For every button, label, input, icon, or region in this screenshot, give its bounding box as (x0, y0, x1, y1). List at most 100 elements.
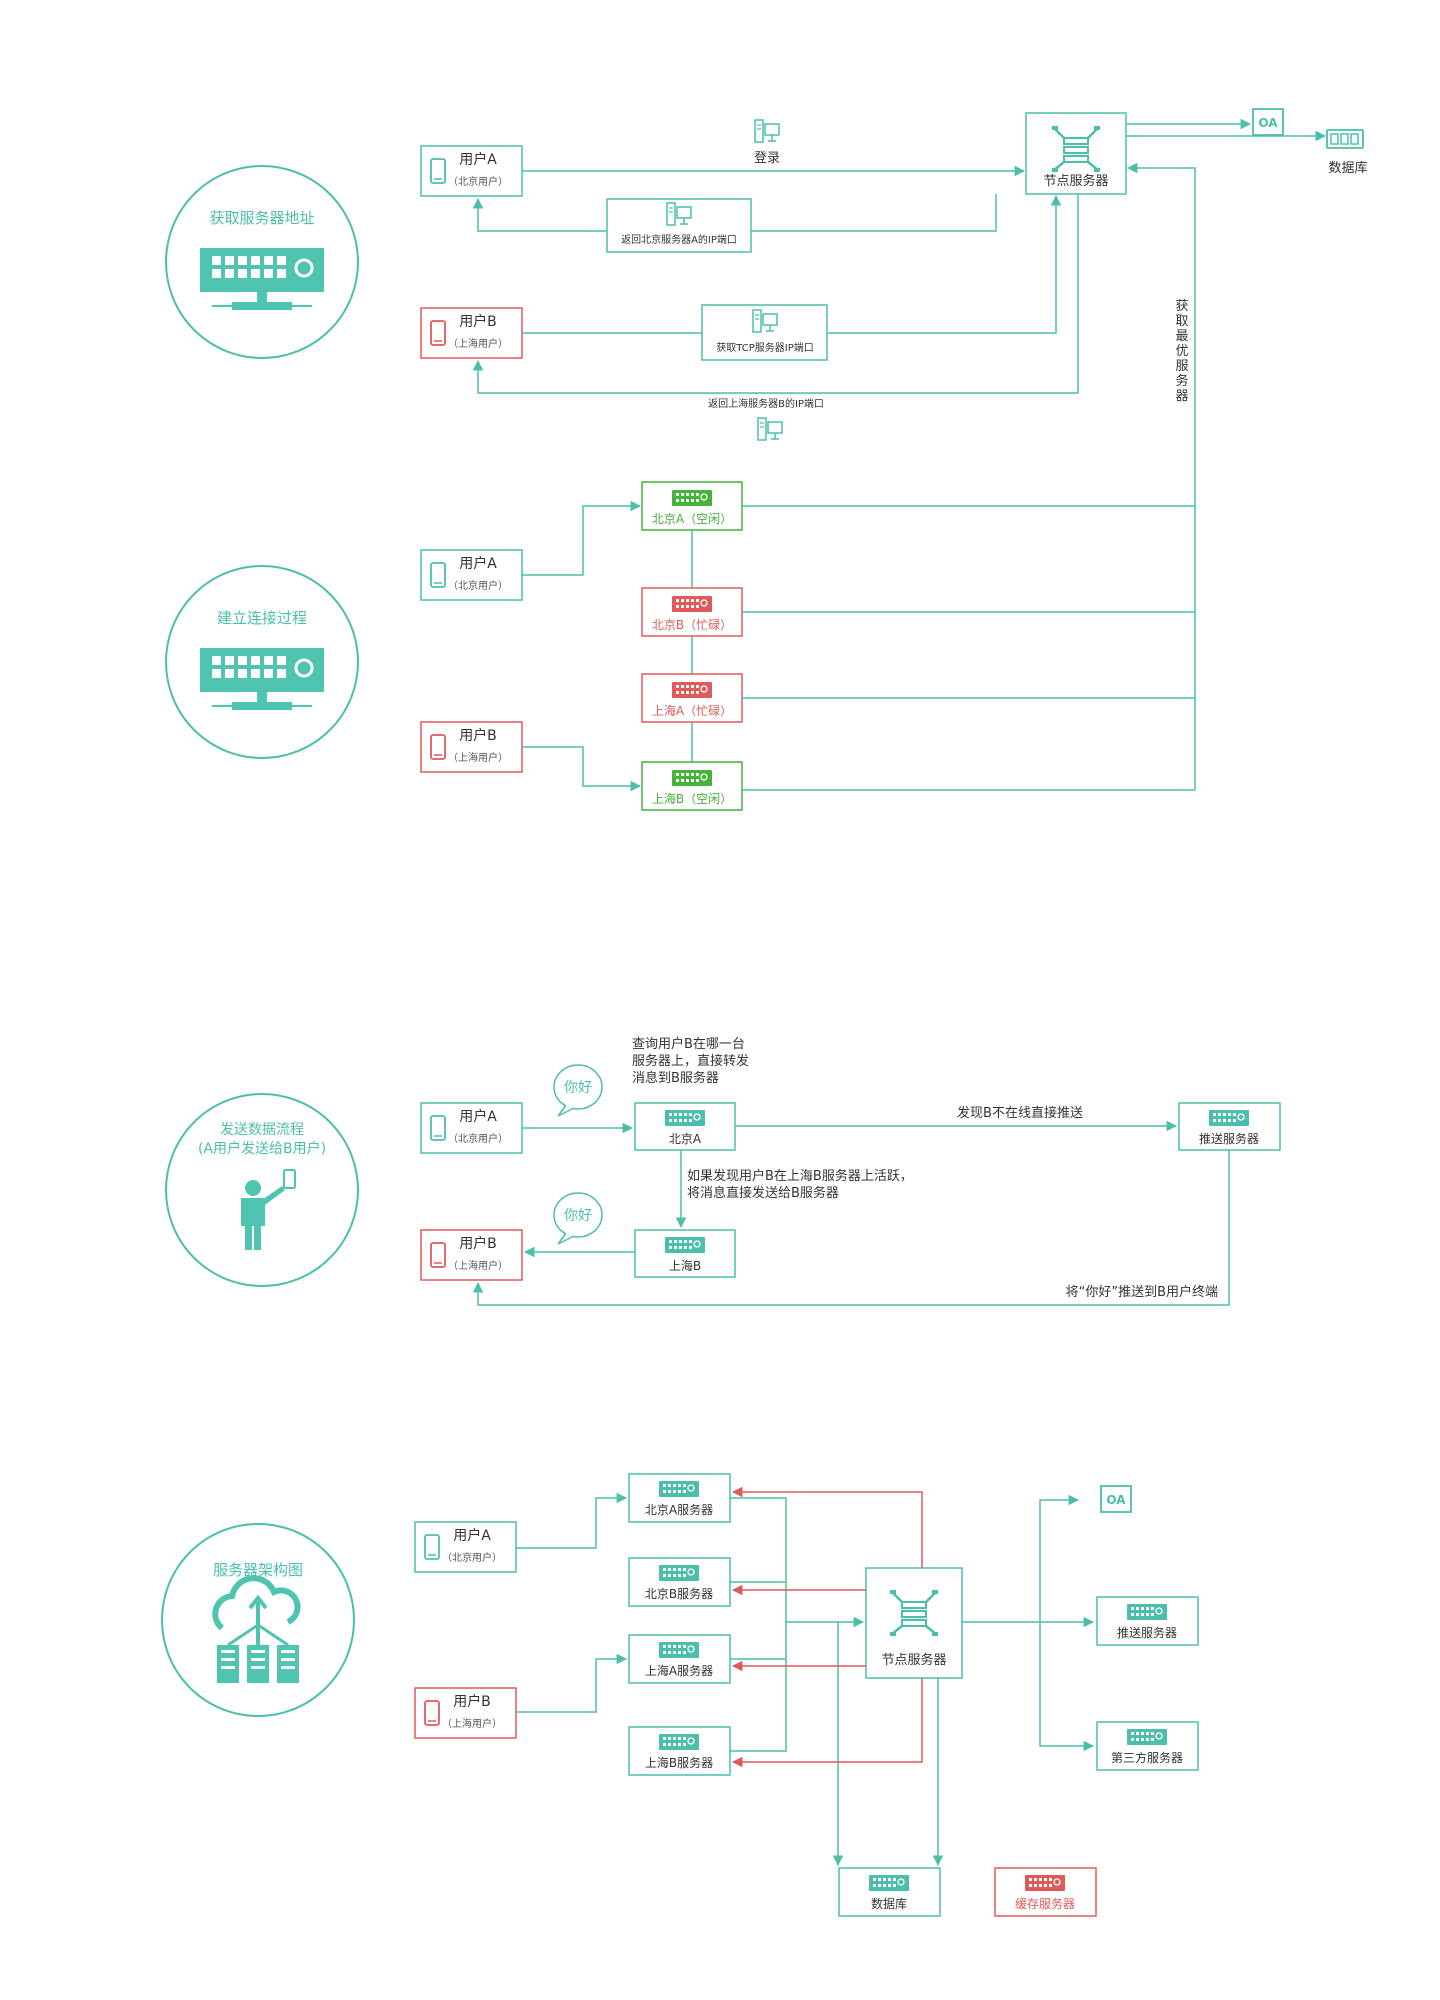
user-name: 用户B (453, 1693, 491, 1710)
push-server-box[interactable]: 推送服务器 (1178, 1102, 1281, 1151)
person-icon (241, 1169, 296, 1250)
server-sh-b[interactable]: 上海B (634, 1229, 736, 1278)
server-bj-a[interactable]: 北京A服务器 (628, 1473, 731, 1523)
user-a-card[interactable]: 用户A （北京用户） (420, 1102, 523, 1154)
server-label: 上海A服务器 (645, 1663, 713, 1678)
server-sh-a[interactable]: 上海A（忙碌） (641, 673, 743, 723)
section-title: 服务器架构图 (213, 1561, 303, 1579)
server-label: 缓存服务器 (1015, 1896, 1075, 1911)
get-tcp-label: 获取TCP服务器IP端口 (716, 341, 814, 354)
svg-text:优: 优 (1175, 344, 1188, 359)
user-location: （上海用户） (448, 1259, 508, 1272)
user-location: （北京用户） (448, 579, 508, 592)
server-icon (671, 681, 713, 699)
server-label: 上海B服务器 (645, 1755, 713, 1770)
database-icon (1326, 129, 1364, 149)
bus-servers (730, 1497, 787, 1752)
server-sh-a[interactable]: 上海A服务器 (628, 1634, 731, 1684)
pc-icon (754, 119, 780, 143)
server-label: 北京A（空闲） (652, 512, 732, 526)
section-circle (161, 1523, 355, 1717)
server-icon (658, 1641, 700, 1659)
server-icon (664, 1236, 706, 1254)
return-a-label: 返回北京服务器A的IP端口 (621, 233, 737, 246)
login-label: 登录 (754, 151, 780, 166)
arrow-user-a-to-bj-a (516, 1492, 628, 1549)
user-b-card[interactable]: 用户B （上海用户） (420, 307, 523, 359)
arrow-push-to-user-b (472, 1150, 1230, 1306)
user-a-card[interactable]: 用户A （北京用户） (420, 145, 523, 197)
server-label: 上海A（忙碌） (652, 703, 732, 718)
arrow-get-tcp (827, 194, 1062, 334)
cache-server-box[interactable]: 缓存服务器 (994, 1867, 1097, 1917)
query-text-2: 服务器上，直接转发 (632, 1053, 749, 1069)
node-server-label: 节点服务器 (1043, 173, 1108, 189)
server-bj-b[interactable]: 北京B服务器 (628, 1557, 731, 1607)
user-name: 用户B (459, 1235, 497, 1252)
server-label: 推送服务器 (1117, 1625, 1177, 1640)
server-icon (198, 646, 326, 712)
user-a-card[interactable]: 用户A （北京用户） (414, 1521, 517, 1573)
section-subtitle: (A用户发送给B用户) (198, 1140, 326, 1157)
section-connect-process: 建立连接过程 用户A （北京用户） 用户B （上海用户） 北京A（空闲） 北京B… (165, 481, 1195, 811)
node-server-label: 节点服务器 (881, 1652, 946, 1668)
user-a-card[interactable]: 用户A （北京用户） (420, 549, 523, 601)
server-label: 推送服务器 (1199, 1131, 1259, 1146)
section-circle (165, 165, 359, 359)
server-icon (198, 246, 326, 312)
oa-box[interactable]: OA (1100, 1485, 1132, 1513)
node-server-box[interactable]: 节点服务器 (865, 1567, 963, 1679)
user-name: 用户A (453, 1527, 491, 1544)
user-location: （上海用户） (442, 1717, 502, 1730)
svg-text:获: 获 (1175, 299, 1188, 314)
server-icon (1126, 1603, 1168, 1621)
active-text-1: 如果发现用户B在上海B服务器上活跃， (687, 1168, 913, 1184)
server-bj-a[interactable]: 北京A（空闲） (641, 481, 743, 531)
section-title: 建立连接过程 (217, 609, 307, 627)
arrow-return-b (472, 194, 1079, 394)
node-server-box[interactable]: 节点服务器 (1025, 112, 1127, 195)
pc-icon (757, 417, 783, 441)
server-bj-b[interactable]: 北京B（忙碌） (641, 587, 743, 637)
section-server-architecture: 服务器架构图 用户A （北京用户） 用户B （上海 (161, 1473, 1199, 1917)
arrow-user-b-to-sh-b (522, 746, 642, 792)
server-icon (658, 1564, 700, 1582)
server-sh-b[interactable]: 上海B（空闲） (641, 761, 743, 811)
server-label: 北京B服务器 (645, 1586, 713, 1601)
database-box[interactable]: 数据库 (838, 1867, 941, 1917)
section-circle (165, 565, 359, 759)
arrow-get-optimal (1126, 162, 1196, 790)
server-bj-a[interactable]: 北京A (634, 1102, 736, 1151)
section-get-server-address: 获取服务器地址 用户A （北京用户） 用户B （上海用户） 节点服务器 OA (165, 108, 1368, 790)
section-send-data-flow: 发送数据流程 (A用户发送给B用户) 用户A （北京用户） 用户B （上海用户）… (165, 1036, 1281, 1306)
section-title: 发送数据流程 (220, 1122, 304, 1138)
user-location: （北京用户） (442, 1551, 502, 1564)
oa-label: OA (1106, 1493, 1126, 1507)
server-sh-b[interactable]: 上海B服务器 (628, 1726, 731, 1776)
svg-text:服: 服 (1175, 359, 1188, 374)
red-arrow-sh-b (731, 1678, 923, 1768)
server-label: 上海B（空闲） (652, 791, 732, 806)
server-icon (1208, 1109, 1250, 1127)
oa-label: OA (1258, 116, 1278, 130)
arrow-user-a-to-bj-a (522, 500, 642, 576)
red-arrow-bj-a (731, 1486, 923, 1568)
server-icon (658, 1733, 700, 1751)
section-title: 获取服务器地址 (209, 209, 314, 227)
server-icon (868, 1874, 910, 1892)
user-b-card[interactable]: 用户B （上海用户） (420, 1229, 523, 1281)
push-server-box[interactable]: 推送服务器 (1096, 1596, 1199, 1646)
hello-bubble-top: 你好 (553, 1064, 603, 1117)
database-label: 数据库 (1328, 160, 1367, 176)
bubble-text: 你好 (564, 1080, 592, 1096)
push-to-b-label: 将“你好”推送到B用户终端 (1066, 1284, 1218, 1300)
server-icon (671, 489, 713, 507)
oa-box[interactable]: OA (1252, 108, 1284, 136)
user-name: 用户A (459, 555, 497, 572)
user-b-card[interactable]: 用户B （上海用户） (414, 1687, 517, 1739)
server-icon (1024, 1874, 1066, 1892)
user-location: （北京用户） (448, 1132, 508, 1145)
user-b-card[interactable]: 用户B （上海用户） (420, 721, 523, 773)
third-party-server-box[interactable]: 第三方服务器 (1096, 1721, 1199, 1771)
